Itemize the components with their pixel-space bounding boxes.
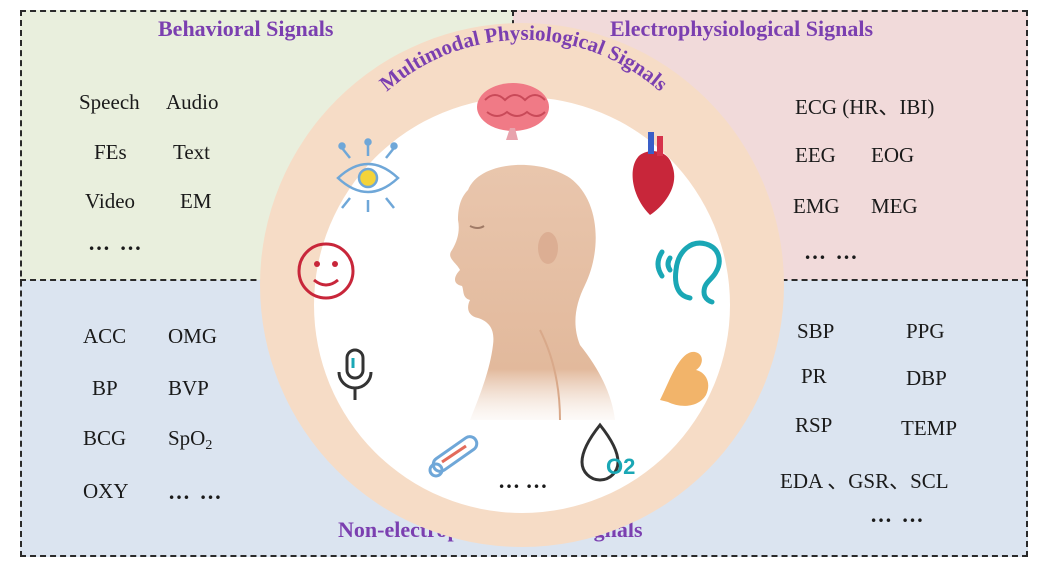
spo2-base: SpO: [168, 426, 206, 450]
signal-speech: Speech: [79, 90, 140, 114]
signal-eeg: EEG: [795, 143, 836, 167]
center-more: … …: [498, 468, 548, 493]
signal-rsp: RSP: [795, 413, 833, 437]
signal-ppg: PPG: [906, 319, 945, 343]
muscle-icon: [660, 351, 709, 406]
ear-icon: [655, 240, 722, 305]
oxygen-drop-icon: O2: [580, 422, 635, 482]
heart-icon: [632, 132, 675, 215]
signal-ecg: ECG (HR、IBI): [795, 95, 935, 119]
signal-bp: BP: [92, 376, 118, 400]
spo2-subscript: 2: [205, 438, 213, 453]
non-electro-right-more: … …: [870, 502, 926, 527]
eye-circuit-icon: [336, 138, 400, 212]
signal-dbp: DBP: [906, 366, 947, 390]
signal-eda-gsr-scl: EDA 、GSR、SCL: [780, 469, 949, 493]
signal-video: Video: [85, 189, 136, 213]
brain-icon: [477, 83, 549, 140]
signal-bvp: BVP: [168, 376, 209, 400]
behavioral-more: … …: [88, 230, 144, 255]
signal-em: EM: [180, 189, 212, 213]
signal-spo2: SpO2: [168, 426, 212, 454]
behavioral-title: Behavioral Signals: [158, 16, 334, 41]
signal-oxy: OXY: [83, 479, 129, 503]
signal-fes: FEs: [94, 140, 127, 164]
signal-bcg: BCG: [83, 426, 127, 450]
signal-eog: EOG: [871, 143, 915, 167]
microphone-icon: [337, 348, 373, 400]
electrophysiological-more: … …: [804, 239, 860, 264]
non-electro-left-more: … …: [168, 479, 224, 504]
outer-frame: [20, 10, 1028, 557]
signal-emg: EMG: [793, 194, 840, 218]
signal-meg: MEG: [871, 194, 918, 218]
smiley-icon: [297, 242, 355, 300]
signal-text: Text: [173, 140, 211, 164]
thermometer-icon: [428, 435, 479, 478]
signal-acc: ACC: [83, 324, 127, 348]
human-head-icon: [450, 164, 615, 421]
o2-label: O2: [606, 454, 635, 479]
signal-sbp: SBP: [797, 319, 835, 343]
signal-pr: PR: [801, 364, 827, 388]
signal-temp: TEMP: [901, 416, 958, 440]
signal-omg: OMG: [168, 324, 218, 348]
electrophysiological-title: Electrophysiological Signals: [610, 16, 874, 41]
signal-audio: Audio: [166, 90, 219, 114]
